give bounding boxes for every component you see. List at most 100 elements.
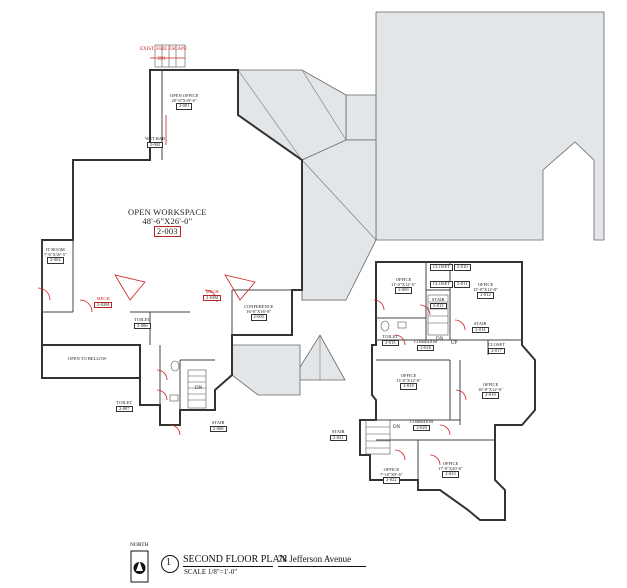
title-block: NORTH 1 SECOND FLOOR PLAN SCALE 1/8"=1'-…	[128, 542, 368, 588]
room-name: WET BAR	[145, 136, 166, 141]
room-name: TOILET	[382, 334, 399, 339]
room-toilet-1: TOILET 2-006	[134, 317, 151, 330]
room-number: 2-003	[153, 225, 181, 237]
room-office-5: OFFICE 7'-10"X9'-6" 2-022	[380, 467, 403, 485]
room-closet-3: CLOSET 2-017	[488, 342, 505, 355]
room-number: 2-010	[454, 264, 471, 271]
room-number: 2-023	[442, 471, 459, 479]
stair-direction-label: DN	[195, 386, 203, 391]
room-number: 2-008	[210, 425, 227, 433]
room-number: 2-012	[477, 292, 494, 300]
roof-hatch-areas	[231, 11, 605, 396]
room-name: STAIR	[431, 297, 445, 302]
room-size: 17'-0"X20'-6"	[438, 465, 464, 471]
room-number: 2-021	[330, 434, 347, 442]
room-toilet-2: TOILET 2-007	[116, 400, 133, 413]
room-number: 2-007	[116, 405, 133, 413]
room-number: 2-018	[400, 383, 417, 391]
room-number: 2-011	[454, 281, 471, 288]
room-stair-lower: STAIR 2-021	[330, 429, 347, 442]
room-office-6: OFFICE 17'-0"X20'-6" 2-023	[438, 461, 464, 479]
room-size: 13'-0"X12'-0"	[396, 377, 422, 383]
room-size: 16'-8"X12'-6"	[478, 386, 504, 392]
stair-direction-label: DN	[158, 57, 166, 62]
address: 78 Jefferson Avenue	[278, 554, 352, 564]
door-swings	[37, 57, 467, 466]
room-office-4: OFFICE 16'-8"X12'-6" 2-019	[478, 382, 504, 400]
roof-lower-gable	[291, 334, 346, 381]
room-name: CLOSET	[430, 264, 454, 271]
room-number: 2-015	[382, 339, 399, 347]
room-stair-2: STAIR 2-014	[472, 321, 489, 334]
interior-walls	[41, 70, 522, 490]
stairs	[154, 44, 449, 455]
room-mech-2: MECH 2-03M	[203, 289, 222, 302]
roof-main-right	[345, 11, 605, 241]
room-name: OFFICE	[395, 277, 412, 282]
room-name: CORRIDOR	[414, 339, 438, 344]
room-name: IT ROOM	[46, 247, 65, 252]
title-underline	[183, 566, 273, 567]
room-name: STAIR	[211, 420, 225, 425]
room-size: 16'-0"X16'-8"	[246, 308, 272, 314]
room-size: 7'-6"X16'-5"	[44, 251, 67, 257]
room-number: 2-005	[250, 314, 267, 322]
room-number: 2-020	[413, 424, 430, 432]
open-to-below-label: OPEN TO BELLOW	[68, 356, 107, 361]
room-conference: CONFERENCE 16'-0"X16'-8" 2-005	[244, 304, 274, 322]
room-name: CLOSET	[430, 281, 454, 288]
room-number: 2-013	[430, 302, 447, 310]
room-number: 2-017	[488, 347, 505, 355]
plumbing-fixtures	[169, 320, 407, 402]
stair-direction-label: DN	[393, 425, 401, 430]
room-open-office: OPEN OFFICE 20'-0"X19'-6" 2-001	[170, 93, 198, 111]
room-number: 2-004	[47, 257, 64, 265]
room-number: 2-02M	[94, 301, 113, 309]
north-label: NORTH	[130, 542, 149, 548]
room-size: 15'-0"X12'-0"	[473, 286, 499, 292]
room-name: TOILET	[116, 400, 133, 405]
sheet-number-circle	[161, 555, 179, 573]
room-size: 11'-0"X12'-5"	[391, 281, 416, 287]
room-number: 2-022	[383, 477, 400, 485]
sheet-number: 1	[166, 557, 171, 568]
room-corridor-1: CORRIDOR 2-016	[414, 339, 438, 352]
room-number: 2-001	[175, 103, 193, 111]
room-name: OFFICE	[383, 467, 400, 472]
room-stair-1: STAIR 2-013	[430, 297, 447, 310]
roof-bay	[231, 344, 301, 396]
north-arrow-icon	[130, 550, 149, 583]
room-open-workspace: OPEN WORKSPACE 48'-6"X26'-0" 2-003	[128, 208, 207, 237]
room-closet-2: CLOSET 2-011	[430, 281, 471, 288]
room-number: 2-019	[482, 392, 499, 400]
room-size: 20'-0"X19'-6"	[171, 97, 197, 103]
room-name: MECH	[205, 289, 219, 294]
room-name: OFFICE	[482, 382, 499, 387]
room-name: CONFERENCE	[244, 304, 274, 309]
room-size: 48'-6"X26'-0"	[142, 215, 193, 226]
room-wet-bar: WET BAR 2-002	[145, 136, 166, 149]
room-office-1: OFFICE 11'-0"X12'-5" 2-009	[391, 277, 416, 295]
room-corridor-2: CORRIDOR 2-020	[410, 419, 434, 432]
room-mech-1: MECH 2-02M	[94, 296, 113, 309]
room-toilet-3: TOILET 2-015	[382, 334, 399, 347]
room-size: 7'-10"X9'-6"	[380, 471, 403, 477]
room-name: CORRIDOR	[410, 419, 434, 424]
room-name: STAIR	[473, 321, 487, 326]
room-number: 2-03M	[203, 294, 222, 302]
address-underline	[278, 566, 366, 567]
exterior-walls	[41, 69, 536, 521]
room-office-3: OFFICE 13'-0"X12'-0" 2-018	[396, 373, 422, 391]
room-name: OFFICE	[477, 282, 494, 287]
plan-title: SECOND FLOOR PLAN	[183, 554, 287, 565]
room-number: 2-006	[134, 322, 151, 330]
room-name: STAIR	[331, 429, 345, 434]
room-number: 2-002	[146, 141, 164, 149]
plan-scale: SCALE 1/8"=1'-0"	[184, 568, 238, 576]
room-number: 2-016	[417, 344, 434, 352]
room-office-2: OFFICE 15'-0"X12'-0" 2-012	[473, 282, 499, 300]
room-name: OFFICE	[442, 461, 459, 466]
room-number: 2-014	[472, 326, 489, 334]
room-name: MECH	[96, 296, 110, 301]
